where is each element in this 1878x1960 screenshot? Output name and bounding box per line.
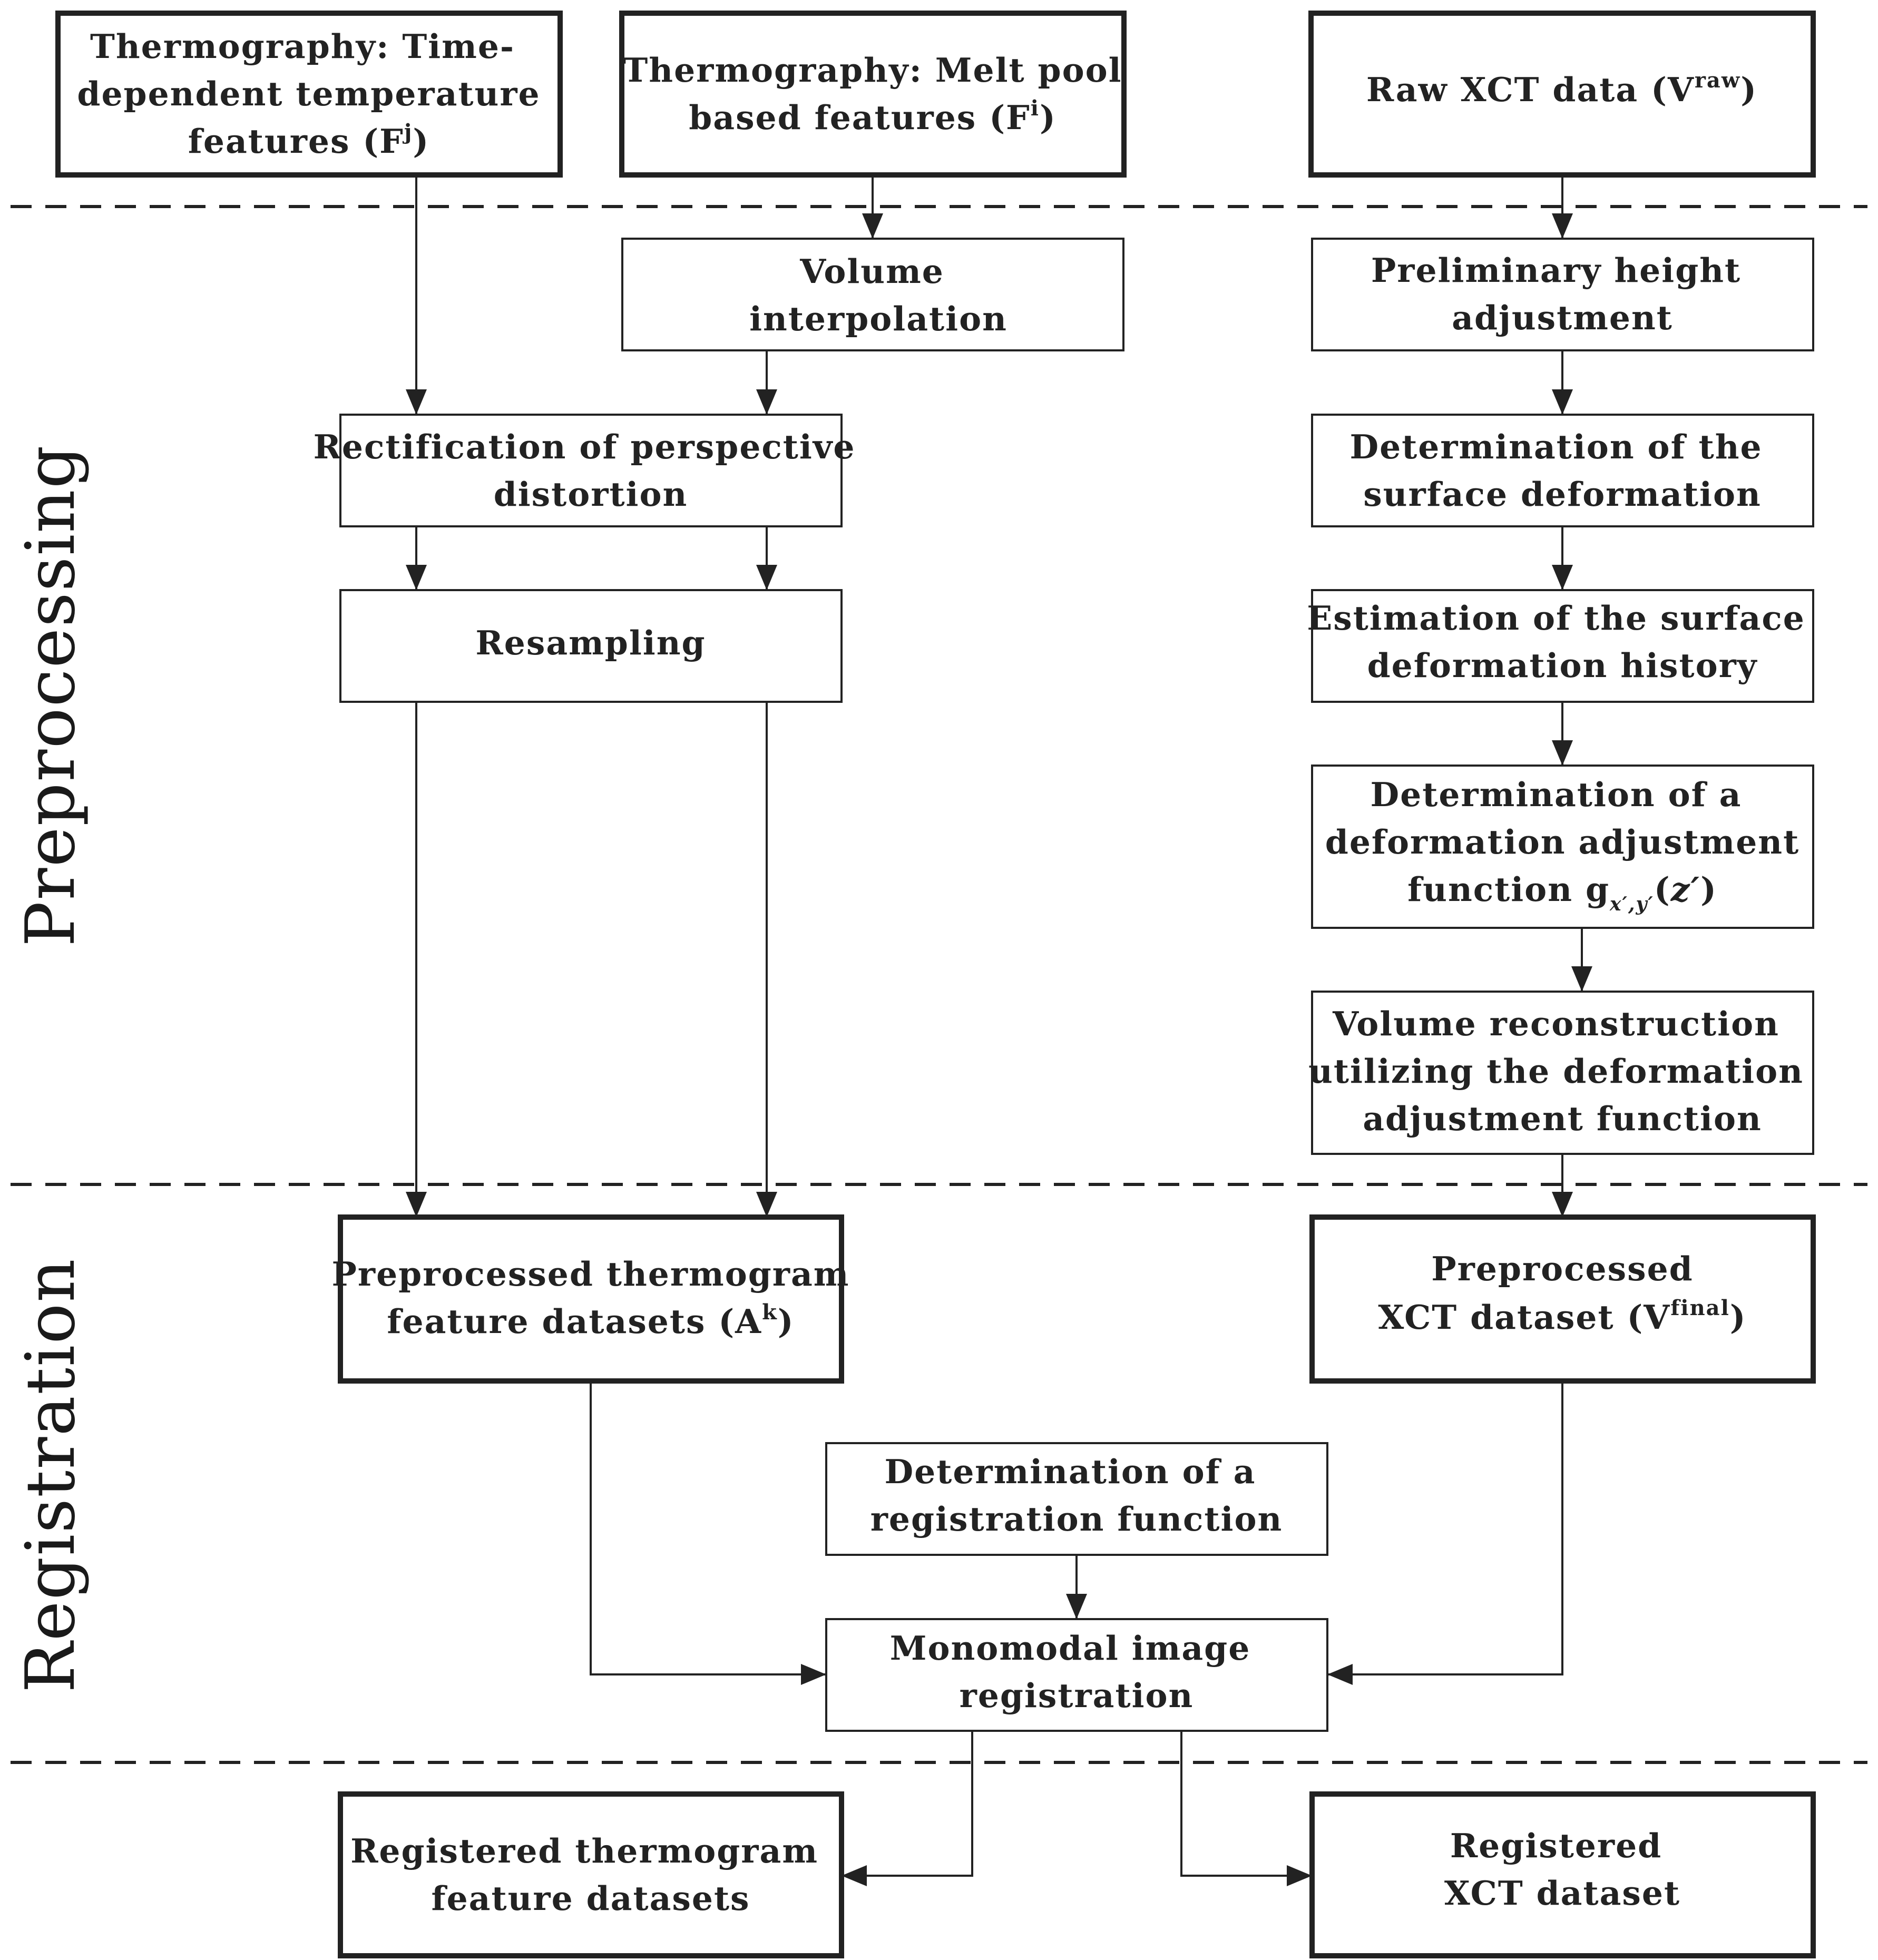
svg-text:Monomodal image registra: Monomodal image registration — [890, 1629, 1264, 1715]
svg-text:Determination of a defor: Determination of a deformation adjustmen… — [1325, 775, 1799, 861]
intermediate-xct-box: Preprocessed XCT dataset (Vfinal) — [1309, 1214, 1816, 1384]
text-part: ( — [1654, 870, 1671, 909]
box-text-line: XCT dataset — [1444, 1874, 1680, 1913]
box-text-line: deformation adjustment — [1325, 822, 1799, 861]
box-text-line: Rectification of perspective — [314, 427, 856, 466]
superscript: j — [403, 120, 413, 144]
text-part: function g — [1407, 870, 1610, 909]
box-text-line: distortion — [494, 475, 688, 514]
box-text-line: adjustment function — [1363, 1099, 1762, 1138]
section-label-registration: Registration — [12, 1258, 90, 1693]
text-part: based features (F — [689, 98, 1031, 137]
input-raw-xct-box: Raw XCT data (Vraw) — [1308, 11, 1816, 178]
text-part: Raw XCT data (V — [1366, 70, 1695, 109]
box-text-line: Determination of a — [885, 1452, 1256, 1491]
text-part: z′ — [1670, 870, 1700, 909]
box-text-line: based features (Fi) — [689, 96, 1057, 137]
box-text-line: surface deformation — [1363, 475, 1762, 514]
box-text-line: Thermography: Melt pool — [623, 51, 1122, 90]
box-text-line: Registered thermogram — [350, 1831, 818, 1870]
text-part: ) — [778, 1302, 795, 1341]
step-resampling-box: Resampling — [339, 589, 843, 703]
superscript: k — [762, 1300, 778, 1325]
box-text-line: Determination of the — [1349, 427, 1762, 466]
box-text-line: Resampling — [475, 623, 706, 662]
text-part: ) — [413, 122, 429, 161]
superscript: raw — [1695, 68, 1740, 93]
svg-text:Preliminary height adjus: Preliminary height adjustment — [1371, 251, 1754, 337]
svg-text:Determination of a regis: Determination of a registration function — [870, 1452, 1283, 1538]
section-label-preprocessing: Preprocessing — [12, 444, 90, 946]
output-xct-box: Registered XCT dataset — [1309, 1791, 1816, 1958]
section-dividers — [11, 205, 1867, 1764]
arrow-connector — [842, 1731, 973, 1886]
box-text-line: XCT dataset (Vfinal) — [1378, 1296, 1746, 1337]
step-surface-deformation-box: Determination of the surface deformation — [1311, 414, 1814, 527]
svg-text:Registered XCT dataset: Registered XCT dataset — [1444, 1826, 1680, 1913]
box-text-line: Thermography: Time- — [90, 27, 515, 66]
box-text-line: dependent temperature — [77, 74, 540, 113]
output-thermogram-box: Registered thermogram feature datasets — [338, 1791, 844, 1958]
step-rectification-box: Rectification of perspective distortion — [314, 414, 868, 527]
text-part: ) — [1740, 70, 1757, 109]
box-text-line: Preliminary height — [1371, 251, 1741, 290]
box-text-line: Volume — [799, 252, 944, 291]
box-text-line: Preprocessed — [1431, 1249, 1693, 1288]
box-text-line: registration — [960, 1676, 1194, 1715]
text-part: feature datasets (A — [387, 1302, 762, 1341]
box-text-line: Determination of a — [1371, 775, 1742, 814]
step-adjustment-function-box: Determination of a deformation adjustmen… — [1311, 765, 1814, 929]
arrows — [406, 175, 1592, 1886]
box-text-line: Registered — [1450, 1826, 1662, 1865]
arrow-connector — [1180, 1731, 1312, 1886]
superscript: final — [1670, 1296, 1730, 1320]
box-text-line: utilizing the deformation — [1308, 1052, 1804, 1091]
box-text-line: feature datasets — [431, 1879, 750, 1918]
arrow-connector — [1327, 1381, 1563, 1685]
arrow-connector — [590, 1381, 826, 1685]
text-part: ) — [1700, 870, 1717, 909]
box-text-line: adjustment — [1452, 298, 1673, 337]
box-text-line: deformation history — [1367, 646, 1758, 685]
text-part: ) — [1730, 1298, 1747, 1337]
step-height-adjustment-box: Preliminary height adjustment — [1311, 238, 1814, 351]
text-part: features (F — [188, 122, 404, 161]
box-text-line: feature datasets (Ak) — [387, 1300, 794, 1341]
box-text-line: Raw XCT data (Vraw) — [1366, 68, 1757, 109]
input-time-dependent-box: Thermography: Time- dependent temperatur… — [55, 11, 563, 178]
svg-text:Volume reconstruction ut: Volume reconstruction utilizing the defo… — [1308, 1004, 1816, 1138]
svg-text:Thermography: Time- depe: Thermography: Time- dependent temperatur… — [77, 27, 540, 113]
svg-text:Determination of the sur: Determination of the surface deformation — [1349, 427, 1775, 514]
box-text-line: Estimation of the surface — [1307, 599, 1805, 638]
box-text-line: interpolation — [749, 299, 1008, 338]
superscript: i — [1031, 96, 1040, 121]
svg-text:Volume interpolation: Volume interpolation — [749, 252, 1008, 338]
step-registration-function-box: Determination of a registration function — [825, 1442, 1328, 1556]
box-text-line: Volume reconstruction — [1332, 1004, 1779, 1043]
svg-text:Registered thermogram fe: Registered thermogram feature datasets — [350, 1831, 831, 1918]
svg-text:Rectification of perspective: Rectification of perspective distortion — [314, 427, 868, 514]
subscript: x′,y′ — [1609, 893, 1654, 915]
text-part: ) — [1040, 98, 1057, 137]
svg-text:Estimation of the surface: Estimation of the surface deformation hi… — [1307, 599, 1818, 685]
input-melt-pool-box: Thermography: Melt pool based features (… — [619, 11, 1127, 178]
step-volume-reconstruction-box: Volume reconstruction utilizing the defo… — [1308, 991, 1816, 1155]
step-deformation-history-box: Estimation of the surface deformation hi… — [1307, 589, 1818, 703]
box-text-line: registration function — [870, 1500, 1283, 1538]
box-text-line: Preprocessed thermogram — [332, 1255, 850, 1293]
step-volume-interpolation-box: Volume interpolation — [621, 238, 1124, 351]
step-monomodal-box: Monomodal image registration — [825, 1618, 1328, 1732]
box-text-line: Monomodal image — [890, 1629, 1251, 1668]
text-part: XCT dataset (V — [1378, 1298, 1670, 1337]
box-text-line: function gx′,y′(z′) — [1407, 870, 1717, 915]
intermediate-thermogram-box: Preprocessed thermogram feature datasets… — [332, 1214, 850, 1384]
box-text-line: features (Fj) — [188, 120, 429, 161]
